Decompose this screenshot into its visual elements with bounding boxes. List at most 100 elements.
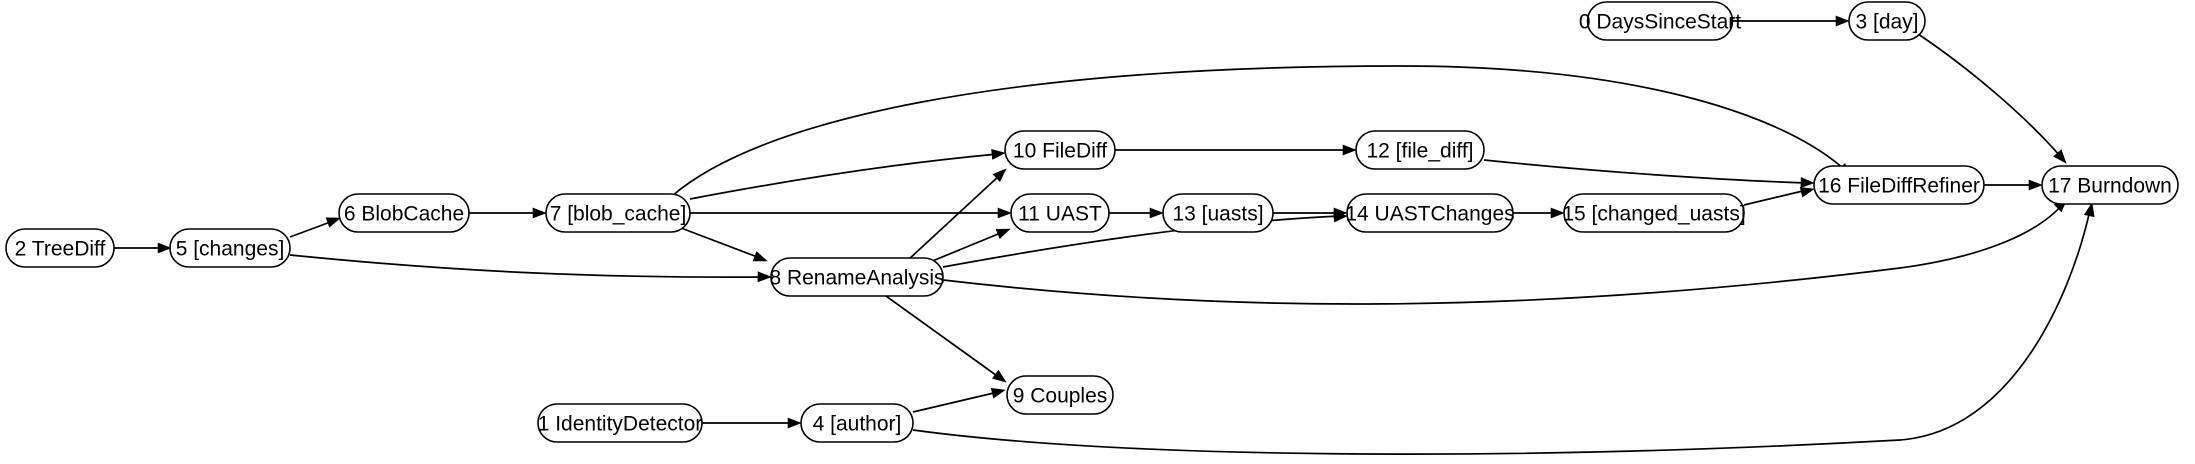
node-shape[interactable] bbox=[338, 193, 470, 233]
node-shape[interactable] bbox=[1563, 193, 1745, 233]
node-label: 8 RenameAnalysis bbox=[769, 267, 944, 290]
graph-edge bbox=[929, 228, 1011, 263]
edge-line bbox=[1917, 33, 2061, 157]
graph-node-n5[interactable]: 5 [changes] bbox=[169, 228, 291, 268]
arrow-head-icon bbox=[2053, 149, 2067, 164]
node-shape[interactable] bbox=[1346, 193, 1514, 233]
arrow-head-icon bbox=[752, 251, 768, 262]
graph-node-n13[interactable]: 13 [uasts] bbox=[1162, 193, 1274, 233]
node-label: 6 BlobCache bbox=[344, 203, 464, 226]
graph-edge bbox=[1733, 15, 1850, 27]
arrow-head-icon bbox=[1800, 177, 1815, 188]
graph-node-n8[interactable]: 8 RenameAnalysis bbox=[769, 257, 945, 297]
graph-node-n9[interactable]: 9 Couples bbox=[1006, 375, 1114, 415]
node-label: 14 UASTChanges bbox=[1345, 203, 1514, 226]
arrow-head-icon bbox=[325, 217, 341, 228]
graph-edge bbox=[469, 207, 547, 219]
arrow-head-icon bbox=[997, 207, 1012, 219]
arrow-head-icon bbox=[1342, 144, 1357, 156]
node-shape[interactable] bbox=[2041, 165, 2179, 205]
graph-edge bbox=[1273, 207, 1348, 219]
graph-edge bbox=[907, 168, 1007, 261]
edge-line bbox=[912, 391, 999, 413]
node-label: 5 [changes] bbox=[176, 238, 285, 261]
node-label: 2 TreeDiff bbox=[15, 238, 106, 261]
node-label: 9 Couples bbox=[1013, 385, 1108, 408]
graph-node-n14[interactable]: 14 UASTChanges bbox=[1345, 193, 1515, 233]
graph-edge bbox=[289, 254, 772, 283]
node-label: 16 FileDiffRefiner bbox=[1818, 175, 1980, 198]
graph-node-n15[interactable]: 15 [changed_uasts] bbox=[1562, 193, 1746, 233]
node-shape[interactable] bbox=[169, 228, 291, 268]
graph-edge bbox=[942, 211, 1348, 268]
edge-line bbox=[885, 295, 1001, 379]
edge-line bbox=[1483, 159, 1808, 184]
graph-node-n2[interactable]: 2 TreeDiff bbox=[5, 228, 115, 268]
arrow-head-icon bbox=[992, 369, 1007, 383]
graph-edge bbox=[680, 227, 768, 262]
graph-node-n12[interactable]: 12 [file_diff] bbox=[1355, 130, 1485, 170]
graph-node-n4[interactable]: 4 [author] bbox=[800, 403, 914, 443]
node-shape[interactable] bbox=[1586, 1, 1734, 41]
node-label: 1 IdentityDetector bbox=[538, 413, 703, 436]
edge-line bbox=[289, 220, 334, 238]
arrow-head-icon bbox=[990, 387, 1006, 399]
graph-node-n11[interactable]: 11 UAST bbox=[1010, 193, 1110, 233]
graph-node-n0[interactable]: 0 DaysSinceStart bbox=[1579, 1, 1741, 41]
node-shape[interactable] bbox=[1848, 1, 1926, 41]
node-shape[interactable] bbox=[1010, 193, 1110, 233]
arrow-head-icon bbox=[995, 228, 1011, 240]
edge-line bbox=[289, 254, 765, 278]
graph-node-n1[interactable]: 1 IdentityDetector bbox=[537, 403, 703, 443]
edge-line bbox=[680, 227, 761, 259]
arrow-head-icon bbox=[787, 417, 802, 429]
graph-edge bbox=[912, 202, 2095, 455]
edge-line bbox=[942, 215, 1341, 268]
edge-line bbox=[1743, 189, 1808, 206]
node-label: 15 [changed_uasts] bbox=[1562, 203, 1745, 226]
arrow-head-icon bbox=[757, 271, 772, 283]
node-label: 7 [blob_cache] bbox=[550, 203, 687, 226]
edge-line bbox=[907, 174, 1001, 261]
edge-line bbox=[929, 231, 1004, 263]
graph-node-n17[interactable]: 17 Burndown bbox=[2041, 165, 2179, 205]
graph-node-n16[interactable]: 16 FileDiffRefiner bbox=[1813, 165, 1985, 205]
arrow-head-icon bbox=[2028, 179, 2043, 191]
graph-node-n7[interactable]: 7 [blob_cache] bbox=[545, 193, 691, 233]
graph-edge bbox=[689, 148, 1006, 200]
graph-edge bbox=[1984, 179, 2043, 191]
graph-node-n3[interactable]: 3 [day] bbox=[1848, 1, 1926, 41]
node-label: 10 FileDiff bbox=[1013, 140, 1107, 163]
arrow-head-icon bbox=[992, 168, 1007, 183]
node-shape[interactable] bbox=[800, 403, 914, 443]
graph-edge bbox=[1743, 186, 1815, 206]
graph-edge bbox=[1115, 144, 1357, 156]
node-label: 12 [file_diff] bbox=[1366, 140, 1473, 163]
node-label: 0 DaysSinceStart bbox=[1579, 11, 1741, 34]
node-shape[interactable] bbox=[770, 257, 944, 297]
graph-node-n6[interactable]: 6 BlobCache bbox=[338, 193, 470, 233]
arrow-head-icon bbox=[1550, 207, 1565, 219]
node-shape[interactable] bbox=[1355, 130, 1485, 170]
node-shape[interactable] bbox=[1004, 130, 1116, 170]
node-shape[interactable] bbox=[5, 228, 115, 268]
graph-node-n10[interactable]: 10 FileDiff bbox=[1004, 130, 1116, 170]
node-label: 4 [author] bbox=[813, 413, 902, 436]
node-shape[interactable] bbox=[1006, 375, 1114, 415]
node-shape[interactable] bbox=[1162, 193, 1274, 233]
graph-edge bbox=[1109, 207, 1164, 219]
graph-edge bbox=[690, 207, 1012, 219]
node-label: 3 [day] bbox=[1855, 11, 1918, 34]
node-shape[interactable] bbox=[537, 403, 703, 443]
node-shape[interactable] bbox=[1813, 165, 1985, 205]
node-shape[interactable] bbox=[545, 193, 691, 233]
arrow-head-icon bbox=[1333, 207, 1348, 219]
arrow-head-icon bbox=[1835, 15, 1850, 27]
arrow-head-icon bbox=[2083, 202, 2095, 218]
node-label: 11 UAST bbox=[1018, 203, 1102, 226]
arrow-head-icon bbox=[532, 207, 547, 219]
graph-edge bbox=[1513, 207, 1565, 219]
arrow-head-icon bbox=[1799, 186, 1815, 198]
